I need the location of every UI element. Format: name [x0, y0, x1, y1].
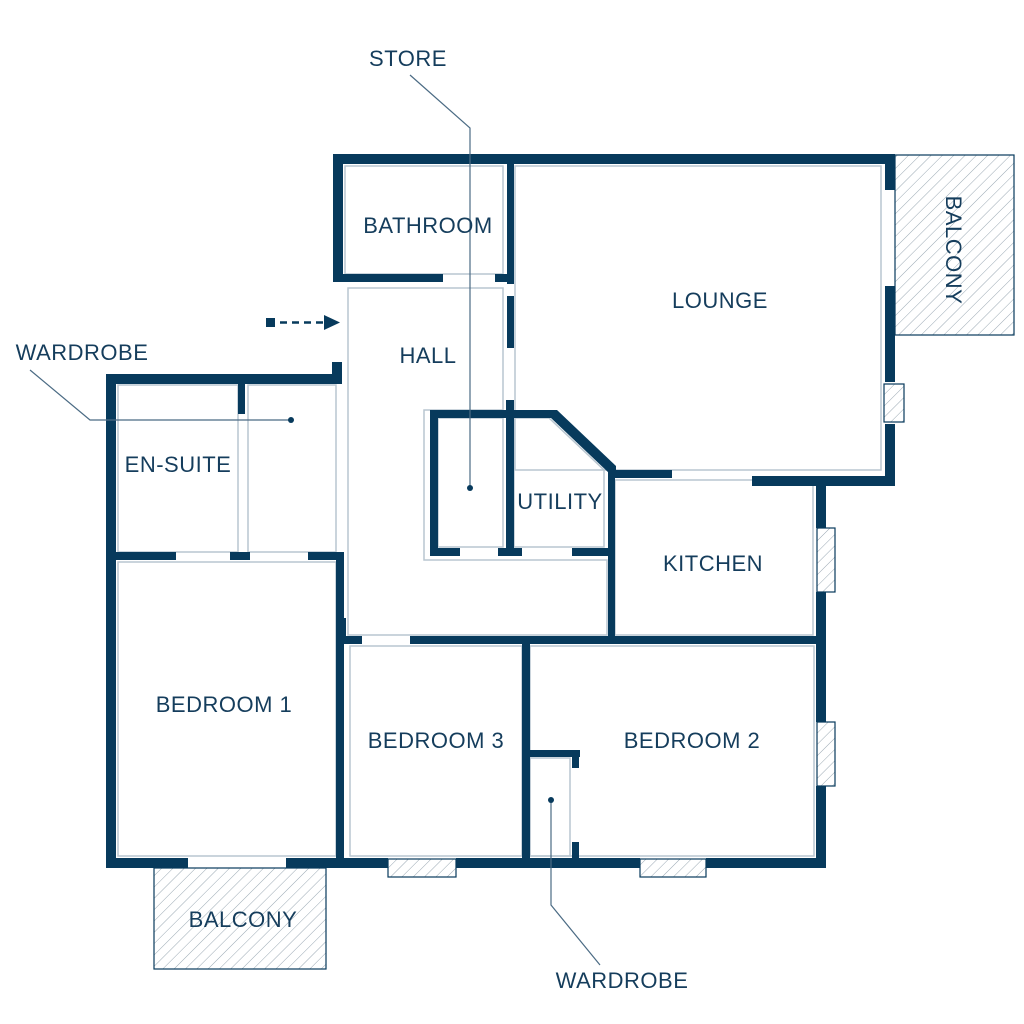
room-label-bedroom-2: BEDROOM 2: [624, 728, 761, 753]
room-label-bedroom-3: BEDROOM 3: [368, 728, 505, 753]
room-label-lounge: LOUNGE: [672, 288, 768, 313]
room-label-bedroom-1: BEDROOM 1: [156, 692, 293, 717]
room-label-balcony-right: BALCONY: [941, 196, 966, 305]
callout-label-wardrobe-bottom: WARDROBE: [556, 968, 689, 993]
windows: [387, 383, 905, 878]
room-label-kitchen: KITCHEN: [663, 551, 763, 576]
callout-leaders: [29, 74, 601, 966]
balcony-bottom-area: [153, 867, 327, 970]
room-label-en-suite: EN-SUITE: [125, 452, 232, 477]
walls: [106, 154, 895, 868]
room-label-utility: UTILITY: [517, 489, 602, 514]
balcony-right-area: [894, 154, 1015, 336]
callout-label-store: STORE: [369, 46, 447, 71]
room-label-balcony-bottom: BALCONY: [189, 907, 298, 932]
entrance-arrow-icon: [266, 315, 340, 330]
room-label-hall: HALL: [399, 343, 456, 368]
callout-label-wardrobe-left: WARDROBE: [16, 340, 149, 365]
room-label-bathroom: BATHROOM: [363, 213, 492, 238]
